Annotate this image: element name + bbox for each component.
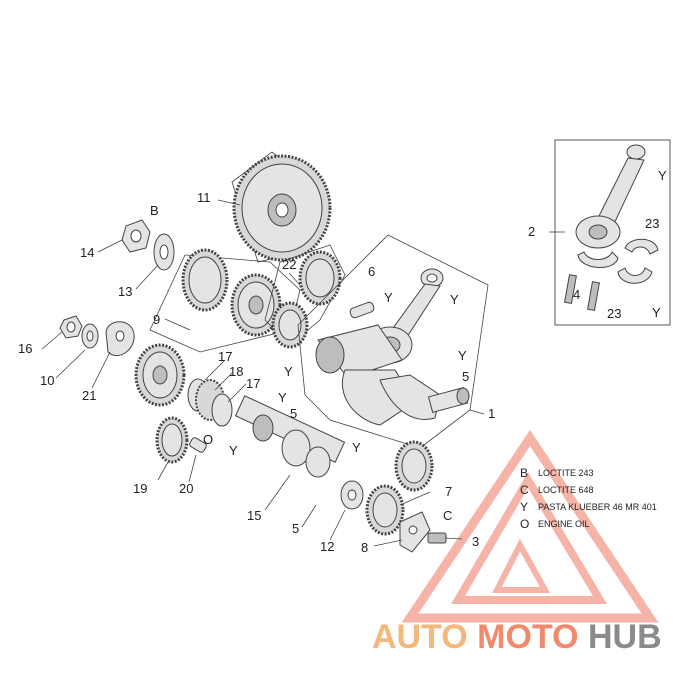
gear-group-22-outline [264,244,346,346]
crankshaft-group-outline [297,234,489,449]
washer-12 [340,480,364,510]
callout-5-cam: 5 [290,406,297,421]
callout-21: 21 [82,388,96,403]
marker-y-crank: Y [458,348,467,363]
gear-19 [155,416,189,464]
legend-text-b: LOCTITE 243 [538,468,594,478]
watermark-triangle [401,429,659,623]
marker-y-crank-left: Y [284,364,293,379]
callout-13: 13 [118,284,132,299]
legend-text-o: ENGINE OIL [538,519,590,529]
marker-y-cam-top: Y [278,390,287,405]
callout-3: 3 [472,534,479,549]
marker-y-cam-right: Y [352,440,361,455]
callout-9: 9 [153,312,160,327]
nut-16 [59,315,83,339]
callout-numbers: 1 2 3 4 5 5 5 6 7 8 9 10 11 12 13 14 15 … [18,190,659,555]
legend-key-b: B [520,466,528,480]
gear-cluster-9 [134,248,282,407]
callout-6: 6 [368,264,375,279]
gear-stack-17-18 [187,378,233,427]
plate-8 [399,511,431,553]
marker-b: B [150,203,159,218]
callout-23-upper: 23 [645,216,659,231]
marker-y-pin: Y [384,290,393,305]
callout-17-lower: 17 [246,376,260,391]
callout-5-crank: 5 [462,369,469,384]
pin-20 [189,437,207,453]
watermark-hub: HUB [588,618,662,656]
callout-10: 10 [40,373,54,388]
callout-5-lower: 5 [292,521,299,536]
callout-4: 4 [573,287,580,302]
callout-1: 1 [488,406,495,421]
marker-y-bearing-detail: Y [652,305,661,320]
gear-pair-22 [271,250,342,349]
legend-text-y: PASTA KLUEBER 46 MR 401 [538,502,657,512]
callout-20: 20 [179,481,193,496]
crankshaft [315,324,470,426]
callout-11: 11 [197,190,211,205]
callout-2: 2 [528,224,535,239]
callout-7: 7 [445,484,452,499]
watermark-logo: AUTO MOTO HUB [372,618,662,656]
marker-y-rod: Y [450,292,459,307]
callout-14: 14 [80,245,94,260]
detail-box-2 [554,139,671,326]
large-gear-11 [232,154,332,262]
callout-12: 12 [320,539,334,554]
marker-c: C [443,508,452,523]
callout-19: 19 [133,481,147,496]
callout-17-upper: 17 [218,349,232,364]
marker-y-rod-detail: Y [658,168,667,183]
callout-16: 16 [18,341,32,356]
cam-plate-21 [105,321,135,357]
marker-y-cam-left: Y [229,443,238,458]
legend-key-o: O [520,517,529,531]
callout-22: 22 [282,257,296,272]
leader-lines [41,199,565,547]
callout-18: 18 [229,364,243,379]
callout-15: 15 [247,508,261,523]
camshaft-15 [234,395,346,478]
watermark-auto: AUTO [372,618,468,656]
marker-o: O [203,432,213,447]
pin-6 [349,301,375,319]
watermark-moto: MOTO [477,618,578,656]
legend-key-c: C [520,483,529,497]
legend-text-c: LOCTITE 648 [538,485,594,495]
svg-text:AUTO MOTO HUB: AUTO MOTO HUB [372,618,662,656]
nut-14 [121,219,151,253]
legend-key-y: Y [520,500,528,514]
washer-13 [153,233,175,271]
washer-10 [81,323,99,349]
bolt-3 [427,532,447,544]
gears-7 [365,440,434,536]
callout-23-lower: 23 [607,306,621,321]
lubricant-markers: B Y Y Y Y Y Y Y Y Y O C [150,168,667,523]
legend: B LOCTITE 243 C LOCTITE 648 Y PASTA KLUE… [520,466,657,531]
callout-8: 8 [361,540,368,555]
